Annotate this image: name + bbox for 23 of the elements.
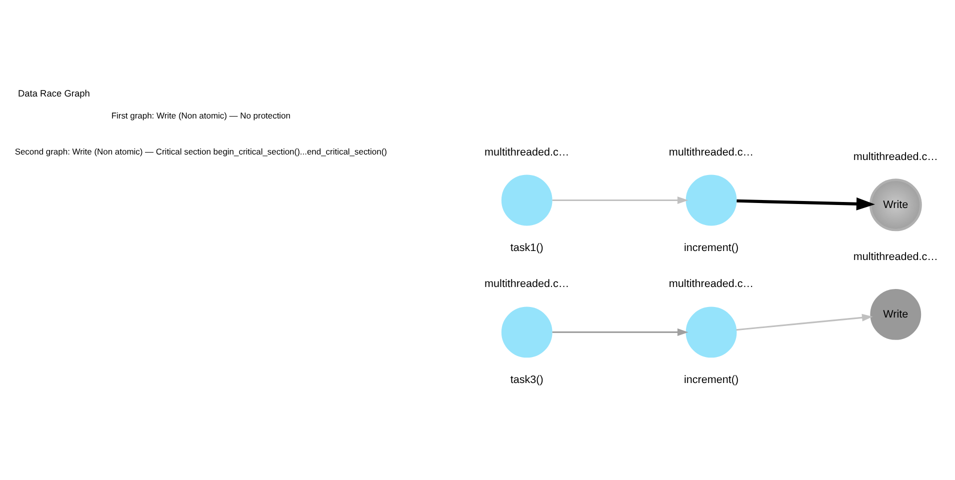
diagram-title: Data Race Graph: [18, 88, 90, 99]
node-label: task1(): [510, 242, 544, 254]
node-circle: [686, 306, 737, 358]
node-label: increment(): [684, 374, 739, 386]
node-circle: [686, 174, 737, 226]
arrow: [736, 197, 875, 210]
node-label: multithreaded.c…: [668, 146, 754, 158]
node-circle: Write: [869, 178, 922, 232]
node-label: multithreaded.c…: [853, 150, 938, 163]
arrow: [552, 328, 688, 336]
node-label: multithreaded.c…: [484, 278, 570, 290]
node-circle: Write: [870, 289, 922, 340]
label: Second graph: Write (Non atomic) — Critical section begin_critical_section()...end_critical_section(): [14, 146, 387, 157]
node-label: multithreaded.c…: [484, 146, 570, 158]
arrow: [552, 196, 688, 204]
arrow: [736, 314, 873, 331]
node-label: increment(): [684, 242, 739, 254]
node-label: multithreaded.c…: [668, 278, 754, 290]
node-label: task3(): [510, 374, 544, 386]
node-circle: [501, 174, 552, 226]
label: First graph: Write (Non atomic) — No protection: [111, 110, 290, 120]
node-circle: [501, 306, 552, 358]
node-label: multithreaded.c…: [853, 251, 938, 264]
